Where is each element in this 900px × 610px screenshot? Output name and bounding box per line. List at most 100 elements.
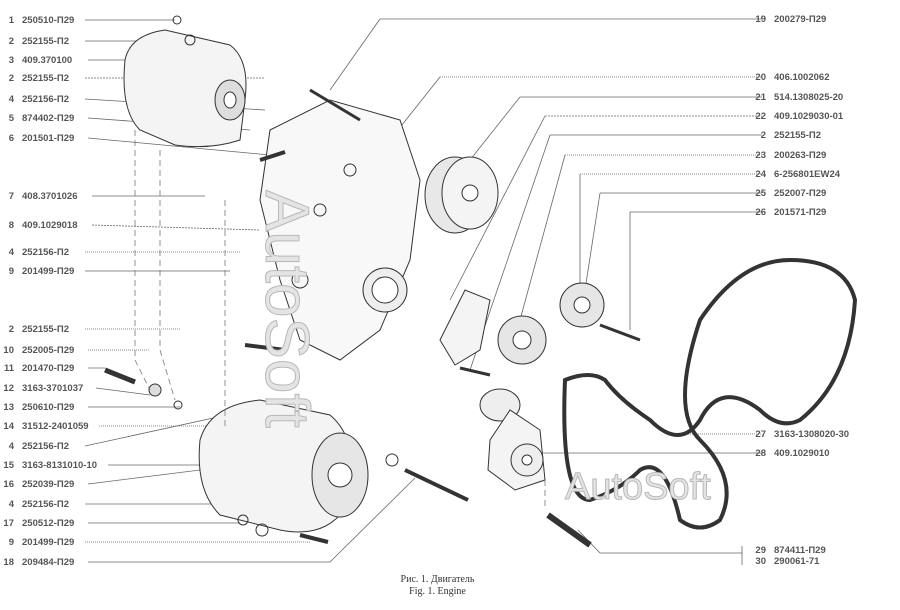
callout-number: 23: [755, 150, 766, 161]
left-callout: 10 252005-П29: [0, 345, 74, 356]
callout-number: 5: [8, 113, 14, 124]
dashed-assembly-guides: [134, 130, 546, 510]
callout-number: 4: [8, 247, 14, 258]
callout-number: 13: [3, 402, 14, 413]
callout-number: 28: [755, 448, 766, 459]
part-number: 3163-8131010-10: [22, 460, 98, 471]
right-callout: 29 874411-П29: [752, 545, 826, 556]
left-callout: 2 252155-П2: [0, 73, 69, 84]
part-number: 201571-П29: [774, 207, 827, 218]
left-callout: 11 201470-П29: [0, 363, 74, 374]
callout-number: 4: [8, 94, 14, 105]
left-callout: 18 209484-П29: [0, 557, 74, 568]
part-number: 409.1029030-01: [774, 111, 844, 122]
part-number: 874402-П29: [22, 113, 75, 124]
callout-number: 8: [8, 220, 14, 231]
part-number: 252039-П29: [22, 479, 75, 490]
water-pump-pulley-drawing: [424, 156, 499, 234]
part-number: 252155-П2: [22, 324, 69, 335]
callout-number: 25: [755, 188, 766, 199]
callout-number: 29: [755, 545, 766, 556]
right-callout: 23 200263-П29: [752, 150, 826, 161]
part-number: 252155-П2: [22, 73, 69, 84]
engine-block-drawing: [259, 88, 421, 361]
drive-belt-drawing: [562, 257, 858, 530]
left-callout: 8 409.1029018: [0, 220, 78, 231]
part-number: 290061-71: [774, 556, 820, 567]
part-number: 874411-П29: [774, 545, 826, 556]
part-number: 201470-П29: [22, 363, 75, 374]
callout-number: 12: [3, 383, 14, 394]
callout-number: 16: [3, 479, 14, 490]
belt-tensioner-drawing: [479, 388, 592, 548]
callout-number: 2: [8, 36, 14, 47]
part-number: 409.1029010: [774, 448, 830, 459]
callout-number: 18: [3, 557, 14, 568]
part-number: 201499-П29: [22, 537, 75, 548]
alternator-drawing: [123, 15, 247, 148]
part-number: 252005-П29: [22, 345, 75, 356]
part-number: 408.3701026: [22, 191, 78, 202]
part-number: 406.1002062: [774, 72, 830, 83]
part-number: 3163-1308020-30: [774, 429, 850, 440]
part-number: 31512-2401059: [22, 421, 89, 432]
part-number: 250512-П29: [22, 518, 75, 529]
part-number: 209484-П29: [22, 557, 75, 568]
part-number: 252156-П2: [22, 441, 69, 452]
left-callout: 4 252156-П2: [0, 94, 69, 105]
part-number: 252156-П2: [22, 247, 69, 258]
part-number: 200263-П29: [774, 150, 827, 161]
left-callout: 5 874402-П29: [0, 113, 75, 124]
part-number: 250610-П29: [22, 402, 75, 413]
right-callout: 26 201571-П29: [752, 207, 826, 218]
part-number: 514.1308025-20: [774, 92, 844, 103]
part-number: 409.370100: [22, 55, 73, 66]
callout-number: 2: [8, 324, 14, 335]
part-number: 252156-П2: [22, 94, 69, 105]
callout-number: 11: [3, 363, 14, 374]
callout-number: 4: [8, 441, 14, 452]
left-callout: 1 250510-П29: [0, 15, 75, 26]
callout-number: 1: [8, 15, 14, 26]
right-callout: 19 200279-П29: [752, 14, 826, 25]
right-callout: 25 252007-П29: [752, 188, 826, 199]
callout-number: 24: [755, 169, 766, 180]
part-number: 409.1029018: [22, 220, 78, 231]
callout-number: 19: [755, 14, 766, 25]
callout-number: 10: [3, 345, 14, 356]
left-callout: 4 252156-П2: [0, 247, 69, 258]
callout-number: 2: [8, 73, 14, 84]
part-number: 200279-П29: [774, 14, 827, 25]
callout-number: 4: [8, 499, 14, 510]
left-callout: 4 252156-П2: [0, 441, 69, 452]
part-number: 250510-П29: [22, 15, 75, 26]
part-number: 252155-П2: [22, 36, 69, 47]
caption-english: Fig. 1. Engine: [409, 586, 466, 597]
part-number: 252007-П29: [774, 188, 827, 199]
caption-russian: Рис. 1. Двигатель: [400, 574, 475, 585]
callout-number: 26: [755, 207, 766, 218]
callout-number: 9: [8, 266, 14, 277]
part-number: 3163-3701037: [22, 383, 84, 394]
right-callout: 2 252155-П2: [752, 130, 821, 141]
left-callout: 2 252155-П2: [0, 324, 69, 335]
ac-compressor-drawing: [104, 150, 469, 544]
callout-number: 2: [760, 130, 766, 141]
part-number: 252155-П2: [774, 130, 821, 141]
idler-rollers-drawing: [439, 282, 641, 377]
left-callout: 13 250610-П29: [0, 402, 74, 413]
left-callout: 16 252039-П29: [0, 479, 74, 490]
